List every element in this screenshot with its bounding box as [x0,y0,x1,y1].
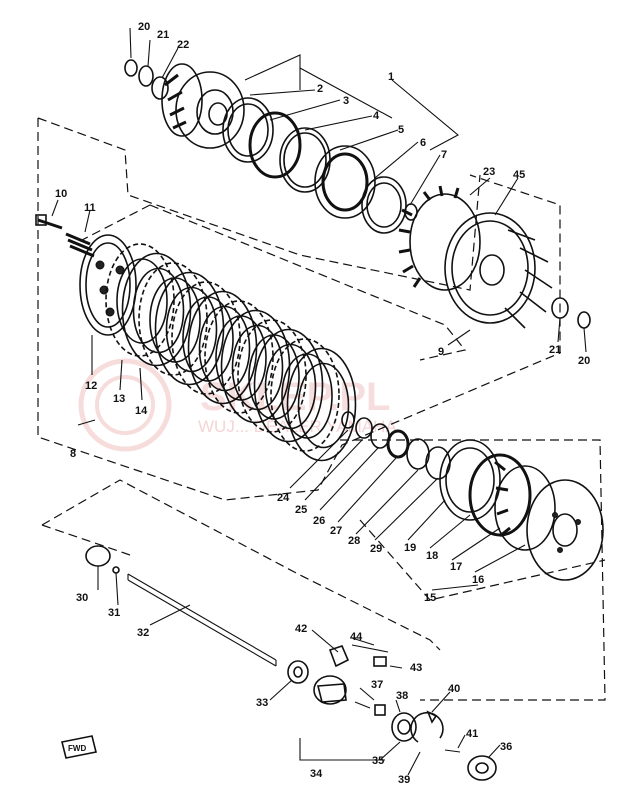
callout-3: 3 [343,95,349,107]
callout-40: 40 [448,683,460,695]
callout-21b: 21 [549,344,561,356]
clutch-plate [286,347,357,462]
callout-27: 27 [330,525,342,537]
callout-26: 26 [313,515,325,527]
callout-37: 37 [371,679,383,691]
callout-44: 44 [350,631,363,643]
clutch-boss-assembly [124,59,418,234]
friction-plate-stack [105,243,357,462]
callout-38: 38 [396,690,408,702]
callout-32: 32 [137,627,149,639]
callout-30: 30 [76,592,88,604]
push-assembly [341,411,604,581]
callout-20: 20 [138,21,150,33]
callout-39: 39 [398,774,410,786]
callout-29: 29 [370,543,382,555]
callout-45: 45 [513,169,525,181]
callout-5: 5 [398,124,404,136]
fwd-indicator: FWD [61,735,97,759]
callout-labels: 20 21 22 1 2 3 4 5 6 7 23 45 10 11 9 21 … [55,21,590,786]
callout-24: 24 [277,492,290,504]
clutch-plate-inner [297,362,350,449]
callout-8: 8 [70,448,76,460]
leader-lines [51,27,587,776]
callout-6: 6 [420,137,426,149]
callout-15: 15 [424,592,436,604]
callout-21: 21 [157,29,169,41]
callout-16: 16 [472,574,484,586]
callout-11: 11 [84,202,96,214]
callout-20b: 20 [578,355,590,367]
callout-28: 28 [348,535,360,547]
callout-17: 17 [450,561,462,573]
callout-14: 14 [135,405,148,417]
pressure-plate-assembly [35,214,137,336]
callout-12: 12 [85,380,97,392]
callout-42: 42 [295,623,307,635]
callout-4: 4 [373,110,380,122]
callout-34: 34 [310,768,323,780]
callout-36: 36 [500,741,512,753]
callout-19: 19 [404,542,416,554]
callout-9: 9 [438,346,444,358]
callout-41: 41 [466,728,478,740]
push-lever-mechanism [287,644,497,781]
callout-33: 33 [256,697,268,709]
callout-13: 13 [113,393,125,405]
push-rod [85,545,277,667]
callout-25: 25 [295,504,307,516]
clutch-plate [253,328,324,443]
callout-7: 7 [441,149,447,161]
callout-31: 31 [108,607,120,619]
callout-18: 18 [426,550,438,562]
callout-2: 2 [317,83,323,95]
callout-23: 23 [483,166,495,178]
clutch-housing [398,185,591,329]
callout-22: 22 [177,39,189,51]
callout-1: 1 [388,71,394,83]
fwd-label: FWD [68,744,86,753]
callout-10: 10 [55,188,67,200]
callout-43: 43 [410,662,422,674]
callout-35: 35 [372,755,384,767]
clutch-plate [270,338,340,452]
